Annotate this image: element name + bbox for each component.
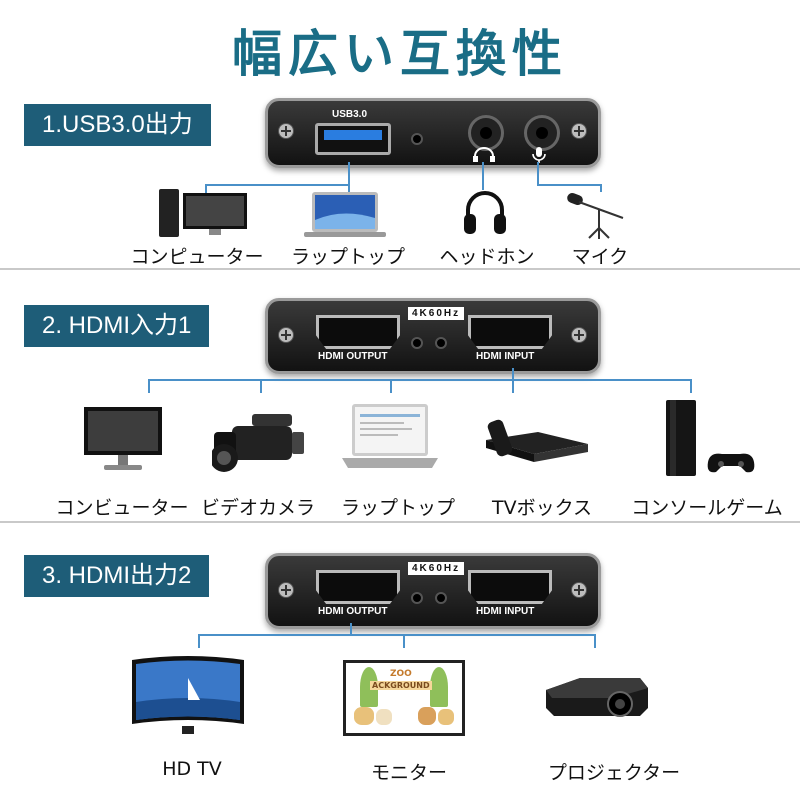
hdmi-output-text: HDMI OUTPUT <box>318 351 388 362</box>
hdmi-output-text: HDMI OUTPUT <box>318 606 388 617</box>
spec-badge: 4K60Hz <box>408 307 465 320</box>
section-label-hdmi-in: 2. HDMI入力1 <box>24 305 210 347</box>
target-label: HD TV <box>162 758 222 780</box>
monitor-icon: ZOO ACKGROUND <box>343 660 465 736</box>
page-title: 幅広い互換性 <box>232 25 568 83</box>
tv-icon <box>132 656 244 734</box>
headphones-icon <box>464 191 506 234</box>
headphone-jack-icon <box>468 115 504 151</box>
target-label: マイク <box>571 246 629 268</box>
section-divider <box>0 521 800 523</box>
target-label: TVボックス <box>491 497 593 519</box>
projector-icon <box>546 678 648 717</box>
screw-icon <box>278 582 294 598</box>
headphone-symbol-icon <box>473 147 495 162</box>
usb-port-icon <box>315 123 391 155</box>
target-label: ラップトップ <box>290 246 406 268</box>
target-label: ラップトップ <box>340 497 456 519</box>
capture-device-hdmi-side: 4K60Hz HDMI OUTPUT HDMI INPUT <box>265 553 601 629</box>
game-console-icon <box>666 400 755 476</box>
background-caption-text: ACKGROUND <box>370 681 432 690</box>
target-label: モニター <box>370 762 448 784</box>
hdmi-input-port-icon <box>468 570 552 604</box>
hdmi-input-port-icon <box>468 315 552 349</box>
microphone-stand-icon <box>567 192 624 239</box>
section-label-hdmi-out: 3. HDMI出力2 <box>24 555 210 597</box>
mic-jack-icon <box>524 115 560 151</box>
screw-icon <box>571 327 587 343</box>
video-camera-icon <box>212 414 304 472</box>
screw-icon <box>278 123 294 139</box>
screw-icon <box>571 123 587 139</box>
spec-badge: 4K60Hz <box>408 562 465 575</box>
capture-device-hdmi-side: 4K60Hz HDMI OUTPUT HDMI INPUT <box>265 298 601 374</box>
led-icon <box>435 592 447 604</box>
led-icon <box>435 337 447 349</box>
led-icon <box>411 337 423 349</box>
target-label: コンビューター <box>55 497 189 519</box>
capture-device-usb-side: USB3.0 <box>265 98 601 168</box>
target-label: ヘッドホン <box>439 246 535 268</box>
target-label: プロジェクター <box>547 762 681 784</box>
target-label: コンソールゲーム <box>631 497 783 519</box>
section-divider <box>0 268 800 270</box>
laptop-icon <box>342 404 438 468</box>
laptop-icon <box>304 192 386 237</box>
section-label-usb: 1.USB3.0出力 <box>24 104 211 146</box>
usb-port-label: USB3.0 <box>332 109 368 120</box>
target-label: ビデオカメラ <box>200 497 316 519</box>
led-icon <box>411 592 423 604</box>
hdmi-output-port-icon <box>316 315 400 349</box>
mic-symbol-icon <box>532 147 546 163</box>
hdmi-output-port-icon <box>316 570 400 604</box>
desktop-computer-icon <box>159 189 247 237</box>
zoo-sign-text: ZOO <box>390 669 412 679</box>
target-label: コンピューター <box>130 246 264 268</box>
monitor-icon <box>84 407 162 470</box>
hdmi-input-text: HDMI INPUT <box>476 606 535 617</box>
screw-icon <box>278 327 294 343</box>
screw-icon <box>571 582 587 598</box>
led-icon <box>411 133 423 145</box>
hdmi-input-text: HDMI INPUT <box>476 351 535 362</box>
tv-box-icon <box>486 419 588 462</box>
